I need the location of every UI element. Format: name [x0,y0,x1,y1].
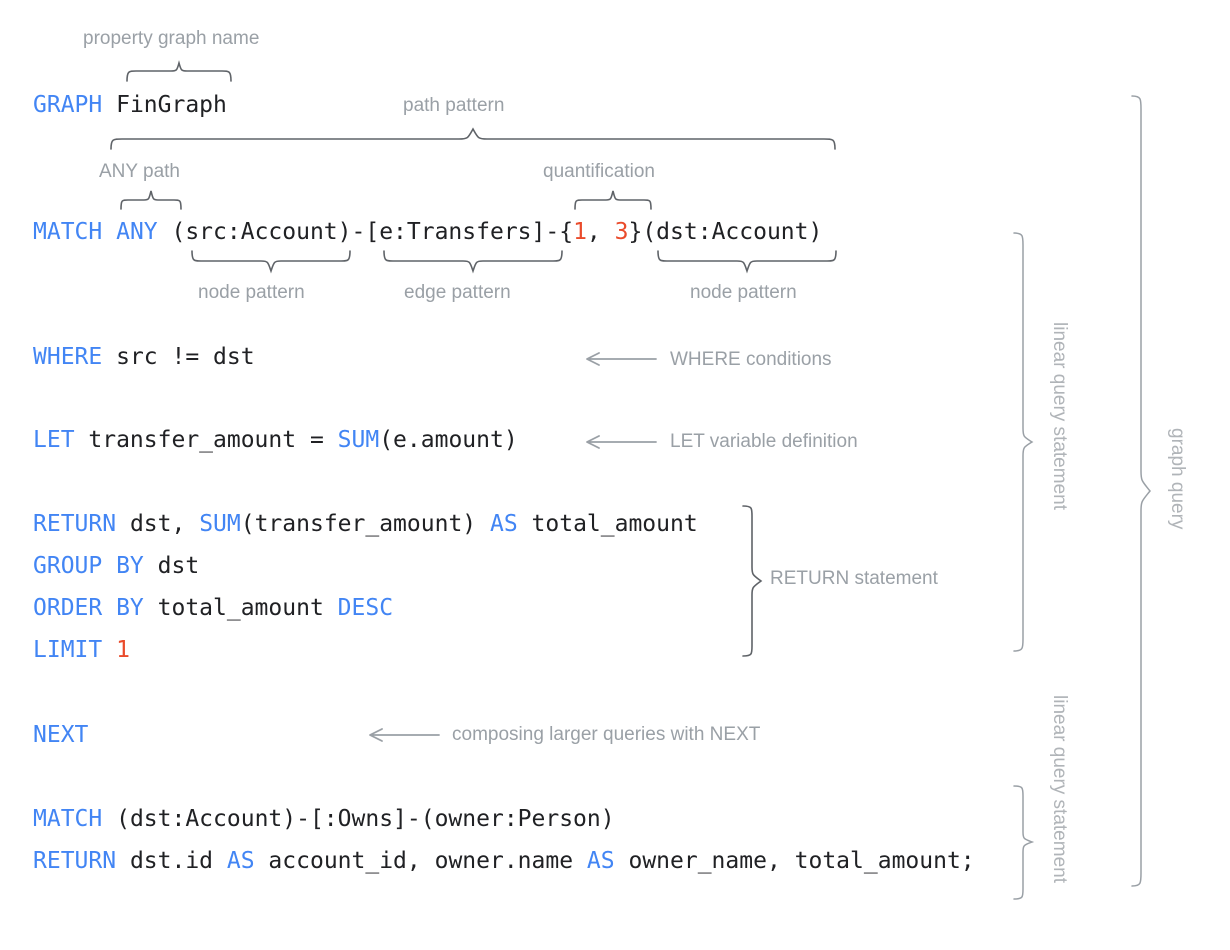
keyword-return: RETURN [33,848,117,874]
function-sum: SUM [337,427,380,453]
label-linear-query-statement-2: linear query statement [1049,695,1070,883]
quantifier-separator: , [586,219,615,245]
quantifier-lower-bound: 1 [573,219,587,245]
code-line-order-by: ORDER BY total_amount DESC [33,594,393,622]
graph-name-value: FinGraph [102,92,227,118]
arrow-composing-with-next [369,728,440,742]
code-line-return2: RETURN dst.id AS account_id, owner.name … [33,847,975,875]
brace-linear-query-statement-1 [1013,232,1034,652]
brace-node-pattern-left [191,250,351,274]
brace-edge-pattern [383,250,563,274]
brace-graph-query [1131,95,1151,887]
brace-node-pattern-right [657,250,837,274]
limit-space [102,637,116,663]
match2-pattern: (dst:Account)-[:Owns]-(owner:Person) [102,806,615,832]
code-line-match2: MATCH (dst:Account)-[:Owns]-(owner:Perso… [33,805,615,833]
brace-linear-query-statement-2 [1013,785,1035,900]
return-sum-args: (transfer_amount) [240,511,490,537]
arrow-where-conditions [586,352,657,366]
path-pattern-part1: (src:Account)-[e:Transfers]-{ [157,219,574,245]
order-by-key: total_amount [143,595,338,621]
label-quantification: quantification [543,161,655,182]
arrow-let-variable-definition [586,435,657,449]
brace-any-path [120,190,182,210]
brace-return-statement [742,505,763,657]
keyword-limit: LIMIT [33,637,103,663]
code-line-match: MATCH ANY (src:Account)-[e:Transfers]-{1… [33,218,822,246]
return-alias: total_amount [517,511,698,537]
keyword-as: AS [586,848,615,874]
keyword-match: MATCH [33,806,103,832]
code-line-next: NEXT [33,721,88,749]
label-property-graph-name: property graph name [83,28,260,49]
where-expression: src != dst [102,344,255,370]
code-line-where: WHERE src != dst [33,343,255,371]
label-graph-query: graph query [1167,428,1188,530]
label-any-path: ANY path [99,161,180,182]
return-item-dst: dst, [116,511,200,537]
label-let-variable-definition: LET variable definition [670,431,858,452]
keyword-as: AS [226,848,255,874]
keyword-as: AS [489,511,518,537]
label-where-conditions: WHERE conditions [670,349,832,370]
code-line-return: RETURN dst, SUM(transfer_amount) AS tota… [33,510,698,538]
keyword-any: ANY [102,219,158,245]
return2-item-1: dst.id [116,848,227,874]
code-line-limit: LIMIT 1 [33,636,130,664]
label-composing-with-next: composing larger queries with NEXT [452,724,761,745]
keyword-desc: DESC [337,595,394,621]
label-node-pattern-left: node pattern [198,282,305,303]
label-edge-pattern: edge pattern [404,282,511,303]
code-line-graph: GRAPH FinGraph [33,91,227,119]
code-line-group-by: GROUP BY dst [33,552,199,580]
label-linear-query-statement-1: linear query statement [1049,322,1070,510]
path-pattern-part2: }(dst:Account) [628,219,823,245]
keyword-match: MATCH [33,219,103,245]
let-sum-args: (e.amount) [379,427,518,453]
label-return-statement: RETURN statement [770,568,938,589]
keyword-group-by: GROUP BY [33,553,144,579]
limit-value: 1 [116,637,130,663]
group-by-key: dst [143,553,200,579]
keyword-return: RETURN [33,511,117,537]
label-path-pattern: path pattern [403,95,505,116]
return2-item-3: owner_name, total_amount; [614,848,975,874]
function-sum: SUM [199,511,241,537]
code-line-let: LET transfer_amount = SUM(e.amount) [33,426,518,454]
keyword-next: NEXT [33,722,89,748]
return2-item-2: account_id, owner.name [254,848,587,874]
label-node-pattern-right: node pattern [690,282,797,303]
brace-property-graph-name [126,60,232,82]
quantifier-upper-bound: 3 [614,219,629,245]
keyword-let: LET [33,427,75,453]
keyword-order-by: ORDER BY [33,595,144,621]
keyword-where: WHERE [33,344,103,370]
brace-quantification [574,190,652,210]
let-variable-name: transfer_amount = [74,427,338,453]
keyword-graph: GRAPH [33,92,103,118]
brace-path-pattern [110,127,836,150]
